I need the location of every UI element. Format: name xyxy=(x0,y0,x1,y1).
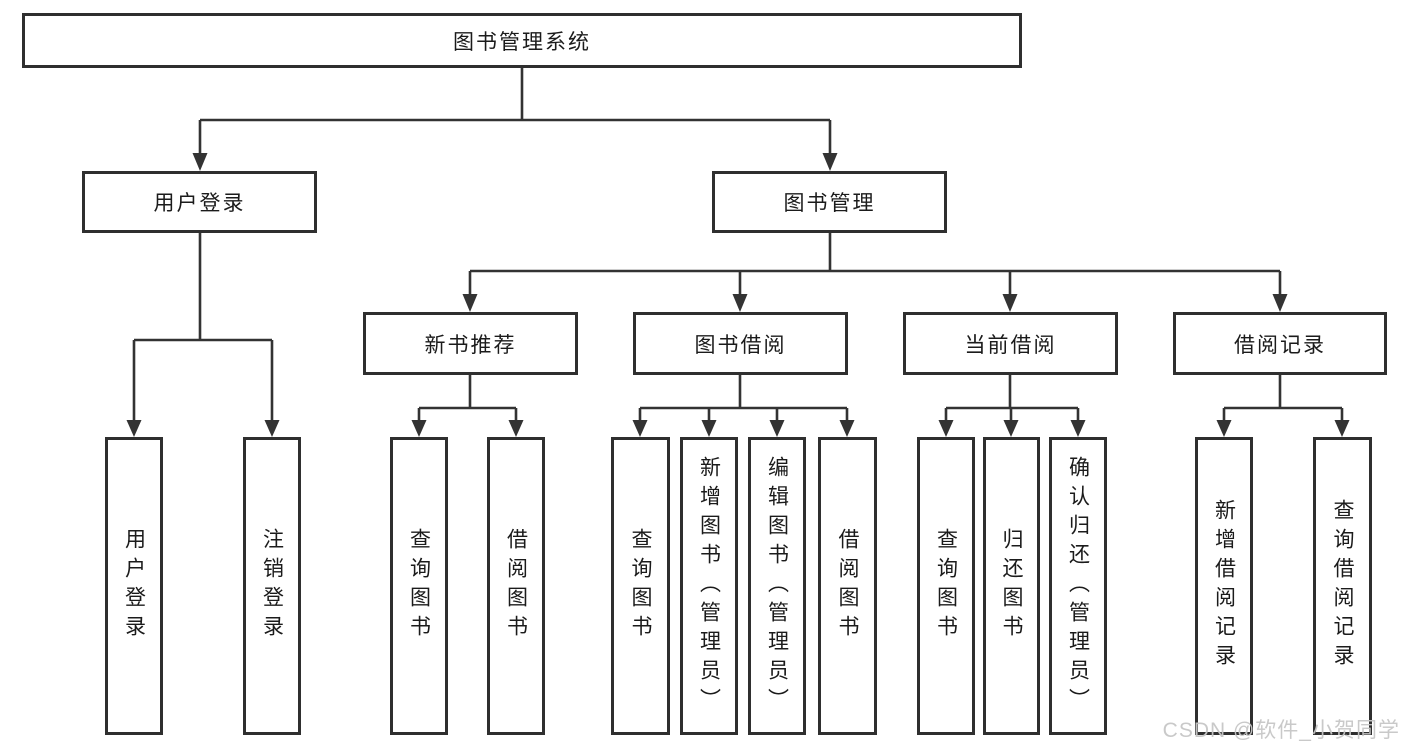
node-label: 用户登录 xyxy=(122,528,146,644)
node-label: 查询图书 xyxy=(934,528,958,644)
leaf-newrec-borrow-book: 借阅图书 xyxy=(487,437,545,735)
leaf-borrow-edit-book: 编辑图书（管理员） xyxy=(748,437,806,735)
node-label: 查询借阅记录 xyxy=(1331,499,1354,673)
node-label: 归还图书 xyxy=(1000,528,1023,644)
node-label: 查询图书 xyxy=(407,528,431,644)
csdn-watermark: CSDN @软件_小贺同学 xyxy=(1162,719,1400,742)
node-label: 图书借阅 xyxy=(694,333,787,357)
node-label: 新书推荐 xyxy=(424,333,517,357)
leaf-newrec-query-book: 查询图书 xyxy=(390,437,448,735)
node-library-management-system: 图书管理系统 xyxy=(22,13,1022,68)
leaf-records-add-record: 新增借阅记录 xyxy=(1195,437,1253,735)
node-label: 借阅图书 xyxy=(504,528,528,644)
node-user-login: 用户登录 xyxy=(82,171,317,233)
node-label: 借阅图书 xyxy=(836,528,859,644)
node-current-borrow: 当前借阅 xyxy=(903,312,1118,375)
node-label: 编辑图书（管理员） xyxy=(765,455,789,717)
leaf-current-query-book: 查询图书 xyxy=(917,437,975,735)
node-label: 当前借阅 xyxy=(964,333,1057,357)
leaf-logout: 注销登录 xyxy=(243,437,301,735)
node-label: 图书管理 xyxy=(783,192,876,215)
node-borrow-records: 借阅记录 xyxy=(1173,312,1387,375)
leaf-borrow-borrow-book: 借阅图书 xyxy=(818,437,877,735)
node-label: 查询图书 xyxy=(629,528,652,644)
leaf-borrow-query-book: 查询图书 xyxy=(611,437,670,735)
leaf-user-login: 用户登录 xyxy=(105,437,163,735)
leaf-records-query-record: 查询借阅记录 xyxy=(1313,437,1372,735)
node-label: 用户登录 xyxy=(153,192,246,215)
node-label: 新增借阅记录 xyxy=(1212,499,1236,673)
node-label: 借阅记录 xyxy=(1234,333,1326,357)
node-label: 确认归还（管理员） xyxy=(1066,455,1090,717)
node-label: 图书管理系统 xyxy=(453,30,591,54)
node-label: 新增图书（管理员） xyxy=(697,455,721,717)
leaf-current-confirm-return: 确认归还（管理员） xyxy=(1049,437,1107,735)
node-label: 注销登录 xyxy=(260,528,284,644)
node-new-book-recommend: 新书推荐 xyxy=(363,312,578,375)
node-book-borrow: 图书借阅 xyxy=(633,312,848,375)
leaf-current-return-book: 归还图书 xyxy=(983,437,1040,735)
leaf-borrow-add-book: 新增图书（管理员） xyxy=(680,437,738,735)
node-book-management: 图书管理 xyxy=(712,171,947,233)
